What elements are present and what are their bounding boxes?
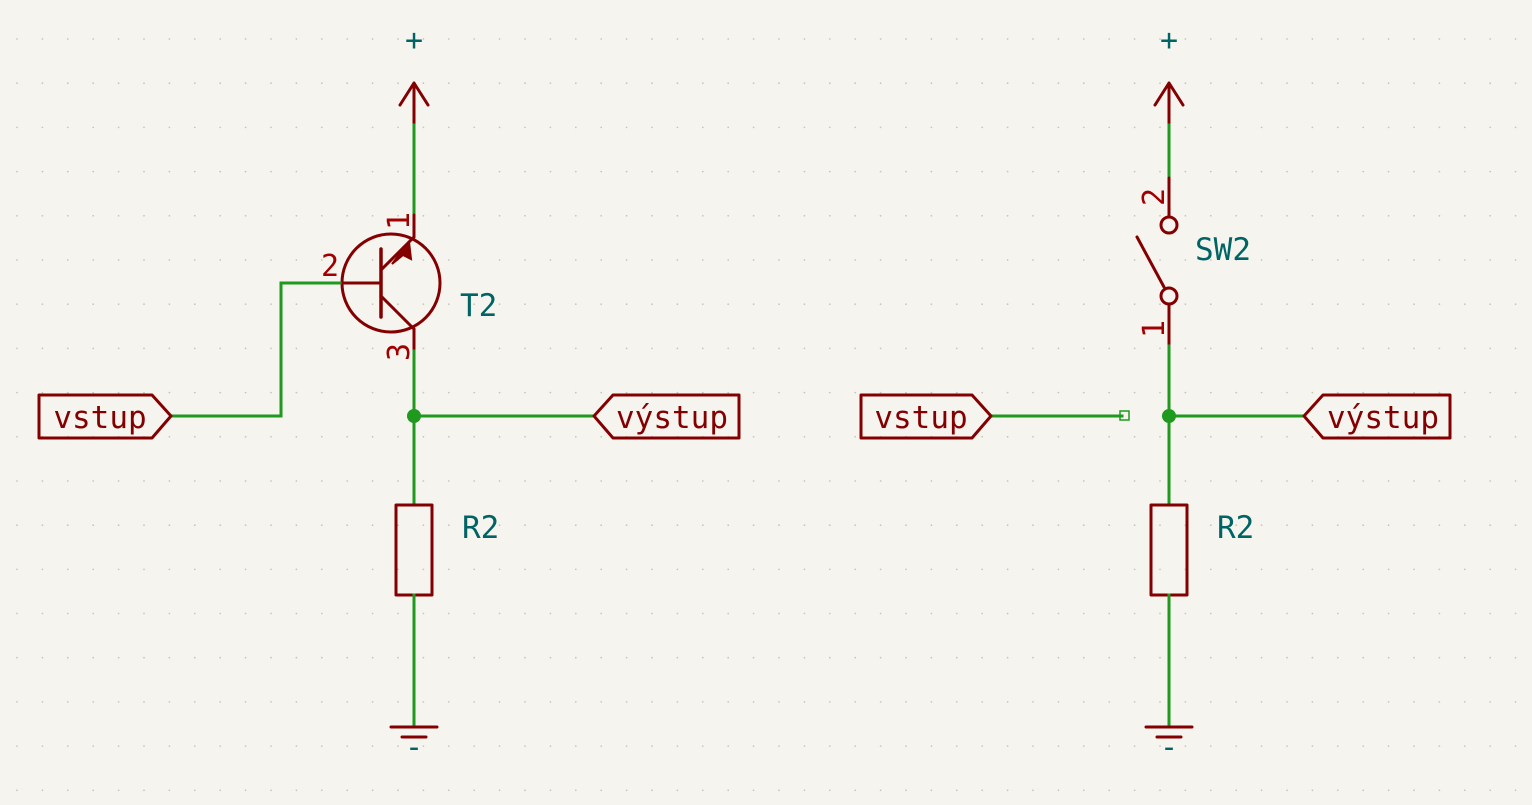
transistor-pin-2: 2	[321, 249, 339, 284]
transistor-t2[interactable]: 1 2 3 T2	[321, 212, 497, 361]
left-output-label[interactable]: výstup	[592, 393, 741, 440]
right-junction	[1162, 409, 1176, 423]
right-output-label[interactable]: výstup	[1302, 393, 1452, 440]
switch-top-contact	[1159, 215, 1179, 235]
right-input-label-shape	[859, 393, 993, 440]
transistor-pin-1: 1	[382, 212, 417, 230]
left-input-label-shape	[37, 393, 173, 440]
right-input-label-text: vstup	[874, 400, 967, 436]
right-output-label-text: výstup	[1327, 400, 1439, 436]
right-power-arrow	[1153, 81, 1185, 127]
left-power-plus: +	[405, 23, 423, 58]
switch-bottom-contact	[1159, 286, 1179, 306]
transistor-ref: T2	[460, 288, 497, 324]
right-circuit[interactable]: + 2 1 SW2 vstup výstup	[859, 23, 1452, 765]
switch-ref: SW2	[1195, 232, 1251, 268]
switch-lever	[1135, 235, 1166, 289]
right-unconnected-marker	[1119, 410, 1130, 421]
left-ground-minus: -	[405, 730, 423, 765]
right-ground-symbol[interactable]: -	[1144, 725, 1194, 765]
right-resistor-ref: R2	[1217, 510, 1254, 546]
switch-sw2[interactable]: 2 1 SW2	[1135, 176, 1251, 348]
right-ground-minus: -	[1160, 730, 1178, 765]
left-wire-input-base[interactable]	[169, 281, 342, 418]
left-output-label-text: výstup	[616, 400, 728, 436]
left-junction	[407, 409, 421, 423]
left-power-symbol[interactable]: +	[398, 23, 430, 127]
left-circuit[interactable]: + 1 2 3 T2 vstup	[37, 23, 741, 765]
switch-pin-1: 1	[1137, 320, 1172, 338]
transistor-arrow	[391, 239, 413, 265]
left-resistor-ref: R2	[462, 510, 499, 546]
left-input-label[interactable]: vstup	[37, 393, 173, 440]
transistor-emitter-diag	[379, 294, 416, 331]
left-input-label-text: vstup	[53, 400, 146, 436]
right-resistor-r2[interactable]: R2	[1149, 503, 1254, 597]
right-resistor-body	[1149, 503, 1189, 597]
grid-dots	[16, 38, 1517, 792]
right-input-label[interactable]: vstup	[859, 393, 993, 440]
left-resistor-body	[394, 503, 434, 597]
left-resistor-r2[interactable]: R2	[394, 503, 499, 597]
right-power-symbol[interactable]: +	[1153, 23, 1185, 127]
left-power-arrow	[398, 81, 430, 127]
right-output-label-shape	[1302, 393, 1452, 440]
switch-pin-2: 2	[1137, 188, 1172, 206]
transistor-pin-3: 3	[382, 343, 417, 361]
right-power-plus: +	[1160, 23, 1178, 58]
left-output-label-shape	[592, 393, 741, 440]
left-ground-symbol[interactable]: -	[389, 725, 439, 765]
